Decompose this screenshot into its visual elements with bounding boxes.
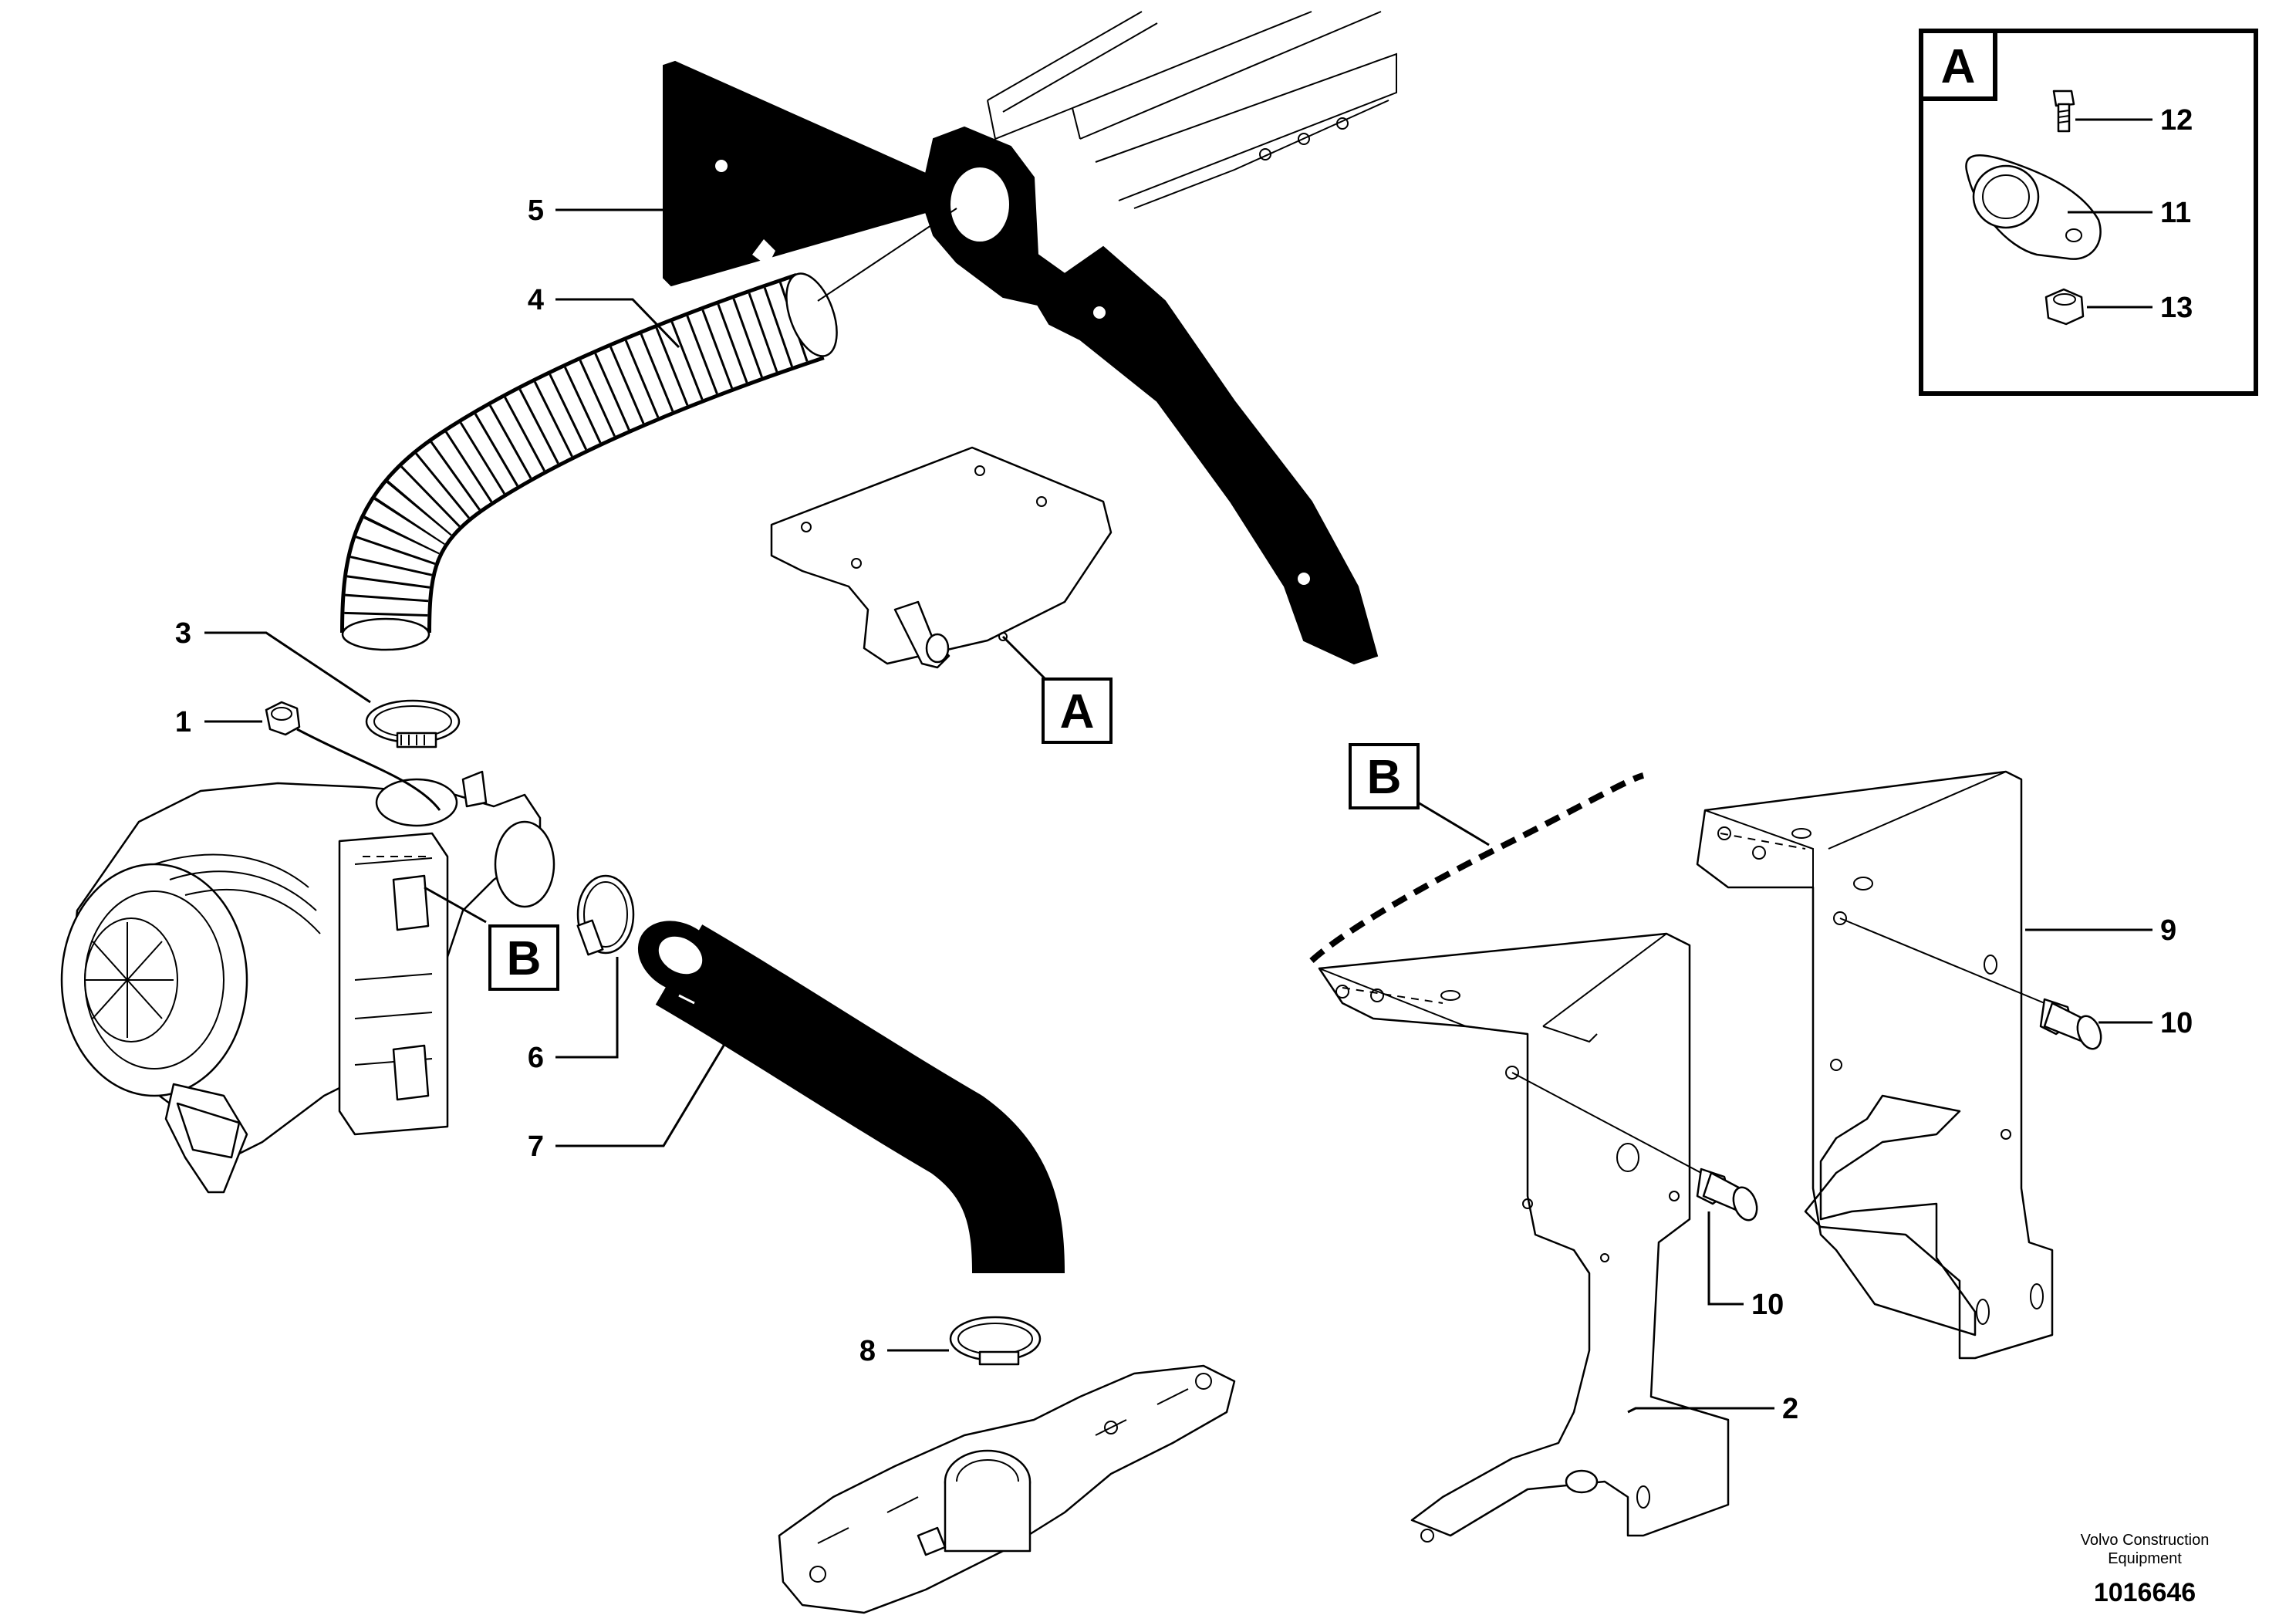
callout-10-front: 10 [1751, 1289, 1784, 1321]
inset-a-label: A [1941, 40, 1976, 93]
nut-13 [2044, 288, 2085, 326]
exhaust-manifold [778, 1364, 1236, 1614]
detail-b-reference-right: B [1309, 743, 1645, 963]
hose-4 [340, 208, 957, 651]
detail-a-ref-label: A [1060, 685, 1095, 738]
callout-9: 9 [2160, 914, 2176, 947]
hose-7 [637, 921, 1065, 1274]
support-bracket [770, 446, 1113, 669]
callout-11: 11 [2160, 197, 2191, 229]
callout-7: 7 [528, 1130, 544, 1163]
bolt-10-rear [2039, 998, 2102, 1050]
bracket-2 [1318, 932, 1730, 1543]
hose-clamp-3 [365, 699, 461, 748]
bolt-12 [2052, 90, 2075, 133]
document-number: 1016646 [2094, 1578, 2196, 1607]
detail-b-reference-left: B [488, 924, 559, 991]
callout-13: 13 [2160, 292, 2193, 324]
callout-1: 1 [175, 706, 191, 738]
detail-b-ref-left-label: B [507, 932, 542, 985]
footer: Volvo Construction Equipment 1016646 [2081, 1532, 2210, 1607]
mounting-plate-5 [663, 60, 1379, 665]
detail-b-ref-right-label: B [1367, 751, 1402, 804]
nut-1 [265, 701, 301, 736]
bolt-10-front [1696, 1168, 1758, 1222]
frame-member [987, 11, 1397, 209]
hose-clamp-8 [949, 1316, 1042, 1366]
credit-line-2: Equipment [2108, 1550, 2182, 1567]
clamp-bracket-11 [1965, 154, 2102, 260]
callout-3: 3 [175, 617, 191, 650]
callout-4: 4 [528, 284, 544, 316]
callout-8: 8 [859, 1335, 876, 1367]
credit-line-1: Volvo Construction [2081, 1532, 2210, 1549]
callout-6: 6 [528, 1042, 544, 1074]
callout-10-rear: 10 [2160, 1007, 2193, 1039]
callout-numbers: 1 3 4 5 6 7 8 10 2 9 10 12 11 13 [175, 104, 2193, 1425]
detail-a-reference: A [1001, 635, 1113, 744]
callout-2: 2 [1782, 1393, 1798, 1425]
callout-12: 12 [2160, 104, 2193, 137]
callout-5: 5 [528, 194, 544, 227]
bracket-9 [1696, 770, 2054, 1360]
leader-lines [204, 118, 2152, 1414]
air-cleaner-assembly [60, 728, 555, 1194]
hose-clamp-6 [576, 874, 635, 956]
